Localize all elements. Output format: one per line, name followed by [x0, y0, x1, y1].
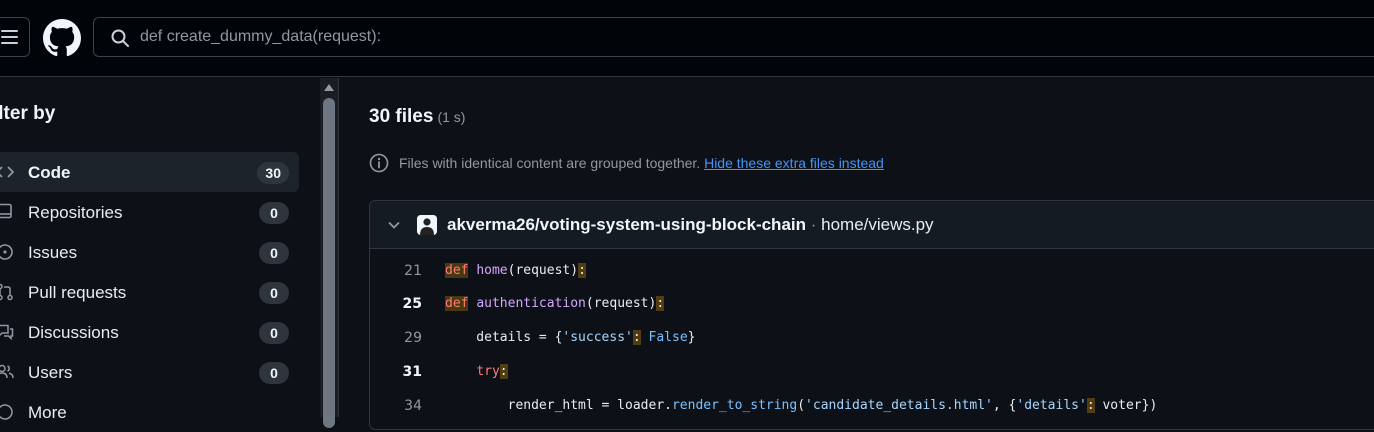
function-token: render_to_string [671, 398, 798, 413]
sidebar-item-code[interactable]: Code 30 [0, 152, 299, 192]
results-count-text: 30 files [369, 106, 434, 127]
code-text: render_html = loader.render_to_string('c… [445, 398, 1157, 413]
results-count: 30 files(1 s) [369, 106, 465, 128]
pull-request-icon [0, 283, 13, 301]
sidebar-item-label: Pull requests [28, 283, 127, 302]
string-token: 'candidate_details.html' [805, 398, 993, 413]
title-separator: · [806, 215, 822, 234]
filter-by-heading: ilter by [0, 103, 56, 124]
function-token: home [476, 263, 508, 278]
info-message: Files with identical content are grouped… [399, 155, 884, 171]
code-token: } [687, 330, 696, 345]
code-line: 21 def home(request): [370, 261, 1374, 281]
code-line: 34 render_html = loader.render_to_string… [370, 396, 1374, 416]
chevron-down-icon[interactable] [387, 218, 401, 232]
scroll-up-arrow-icon[interactable] [324, 84, 334, 91]
results-time: (1 s) [437, 109, 466, 125]
count-badge: 0 [259, 282, 289, 304]
code-token: render_html = loader. [445, 398, 672, 413]
code-token: (request) [585, 296, 657, 311]
highlight-token: : [632, 330, 641, 345]
sidebar-divider [338, 78, 339, 417]
people-icon [0, 364, 14, 379]
sidebar-item-repositories[interactable]: Repositories 0 [0, 192, 299, 232]
constant-token: False [640, 330, 688, 345]
hide-extra-files-link[interactable]: Hide these extra files instead [704, 155, 884, 171]
hamburger-menu-button[interactable] [0, 17, 30, 57]
function-token: authentication [476, 296, 586, 311]
sidebar-item-label: Issues [28, 243, 78, 262]
sidebar-item-label: Users [28, 363, 73, 382]
code-icon [0, 166, 14, 178]
code-token [445, 364, 476, 379]
more-icon [0, 404, 13, 420]
count-badge: 0 [259, 242, 289, 264]
line-number[interactable]: 25 [402, 296, 422, 312]
search-icon [111, 29, 129, 47]
file-path-link[interactable]: home/views.py [821, 215, 934, 234]
repo-file-title: akverma26/voting-system-using-block-chai… [447, 215, 934, 235]
sidebar-item-label: More [28, 403, 67, 422]
code-token: (request) [507, 263, 579, 278]
code-token: ( [797, 398, 806, 413]
code-result-card: akverma26/voting-system-using-block-chai… [369, 200, 1374, 430]
line-number[interactable]: 34 [404, 398, 422, 414]
code-token: voter}) [1094, 398, 1158, 413]
code-line: 29 details = {'success': False} [370, 328, 1374, 348]
count-badge: 0 [259, 202, 289, 224]
code-token: , { [992, 398, 1017, 413]
avatar [417, 215, 437, 235]
info-message-text: Files with identical content are grouped… [399, 155, 705, 171]
highlight-token: : [1086, 398, 1095, 413]
line-number[interactable]: 21 [404, 263, 422, 279]
line-number[interactable]: 29 [404, 330, 422, 346]
result-card-header: akverma26/voting-system-using-block-chai… [370, 201, 1374, 249]
sidebar-item-label: Discussions [28, 323, 119, 342]
count-badge: 30 [257, 162, 289, 184]
sidebar-item-users[interactable]: Users 0 [0, 352, 299, 392]
repo-icon [0, 203, 12, 219]
code-line: 31 try: [370, 362, 1374, 382]
search-query-text: def create_dummy_data(request): [140, 28, 382, 45]
issue-icon [0, 244, 13, 260]
code-text: def home(request): [445, 263, 586, 278]
keyword-token: try [476, 364, 500, 379]
search-results: 30 files(1 s) Files with identical conte… [339, 78, 1374, 430]
highlight-token: : [578, 263, 586, 278]
sidebar-item-label: Repositories [28, 203, 123, 222]
sidebar-item-more[interactable]: More [0, 392, 299, 432]
count-badge: 0 [259, 322, 289, 344]
sidebar-item-label: Code [28, 163, 71, 182]
info-icon [369, 153, 389, 173]
highlight-token: : [499, 364, 508, 379]
code-token: details = { [445, 330, 563, 345]
top-header: def create_dummy_data(request): [0, 0, 1374, 77]
scrollbar-thumb[interactable] [323, 98, 335, 428]
sidebar-item-pull-requests[interactable]: Pull requests 0 [0, 272, 299, 312]
string-token: 'success' [562, 330, 633, 345]
keyword-token: def [445, 263, 469, 278]
count-badge: 0 [259, 362, 289, 384]
code-text: try: [445, 364, 508, 379]
sidebar-item-issues[interactable]: Issues 0 [0, 232, 299, 272]
discussion-icon [0, 324, 14, 341]
code-text: def authentication(request): [445, 296, 665, 311]
search-input[interactable]: def create_dummy_data(request): [93, 17, 1374, 57]
repo-link[interactable]: akverma26/voting-system-using-block-chai… [447, 215, 807, 234]
highlight-token: : [656, 296, 665, 311]
github-logo-icon[interactable] [43, 19, 81, 57]
code-line: 25 def authentication(request): [370, 294, 1374, 314]
string-token: 'details' [1016, 398, 1087, 413]
line-number[interactable]: 31 [402, 364, 422, 380]
sidebar-scrollbar[interactable] [320, 78, 338, 428]
keyword-token: def [445, 296, 469, 311]
sidebar-item-discussions[interactable]: Discussions 0 [0, 312, 299, 352]
filter-sidebar: ilter by Code 30 Repositories 0 Issues 0 [0, 78, 320, 422]
code-text: details = {'success': False} [445, 330, 695, 345]
